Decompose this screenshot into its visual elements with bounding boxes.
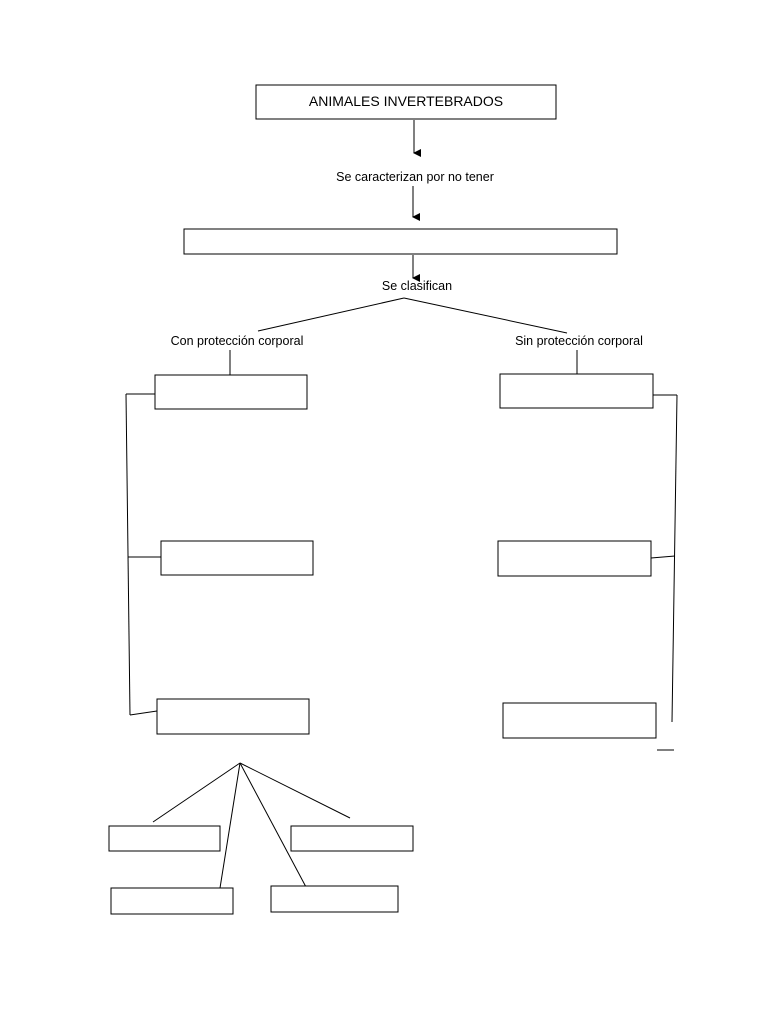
right-answer-node-2[interactable] (497, 540, 652, 577)
left-bracket-vertical (125, 393, 131, 716)
sub-answer-box-3[interactable] (110, 887, 234, 915)
branch-label-without-protection: Sin protección corporal (515, 334, 643, 348)
fan-line-3 (239, 762, 307, 888)
sub-answer-box-4[interactable] (270, 885, 399, 913)
title-node: ANIMALES INVERTEBRADOS (255, 84, 557, 120)
left-answer-box-3[interactable] (156, 698, 310, 735)
left-answer-box-2[interactable] (160, 540, 314, 576)
left-answer-node-2[interactable] (160, 540, 314, 576)
right-bracket-middle (650, 555, 676, 559)
right-answer-box-3[interactable] (502, 702, 657, 739)
connector-characterized-text: Se caracterizan por no tener (336, 170, 494, 184)
branch-line-left (257, 297, 405, 332)
right-answer-box-1[interactable] (499, 373, 654, 409)
title-box (255, 84, 557, 120)
connector-classify-text: Se clasifican (382, 279, 452, 293)
branch-line-right (403, 297, 568, 334)
right-answer-node-1[interactable] (499, 373, 654, 409)
characteristic-answer-box[interactable] (183, 228, 618, 255)
sub-answer-node-1[interactable] (108, 825, 221, 852)
sub-answer-node-2[interactable] (290, 825, 414, 852)
sub-answer-box-2[interactable] (290, 825, 414, 852)
sub-answer-node-3[interactable] (110, 887, 234, 915)
title-text: ANIMALES INVERTEBRADOS (309, 93, 503, 109)
fan-line-4 (239, 762, 351, 819)
left-answer-box-1[interactable] (154, 374, 308, 410)
characteristic-node[interactable] (183, 228, 618, 255)
right-answer-node-3[interactable] (502, 702, 657, 739)
fan-line-2 (219, 762, 241, 889)
right-answer-box-2[interactable] (497, 540, 652, 577)
sub-answer-box-1[interactable] (108, 825, 221, 852)
branch-label-with-protection: Con protección corporal (171, 334, 304, 348)
left-answer-node-1[interactable] (154, 374, 308, 410)
fan-line-1 (152, 762, 241, 823)
left-answer-node-3[interactable] (156, 698, 310, 735)
left-bracket-bottom (129, 710, 158, 716)
sub-answer-node-4[interactable] (270, 885, 399, 913)
right-bracket-vertical (671, 394, 678, 723)
